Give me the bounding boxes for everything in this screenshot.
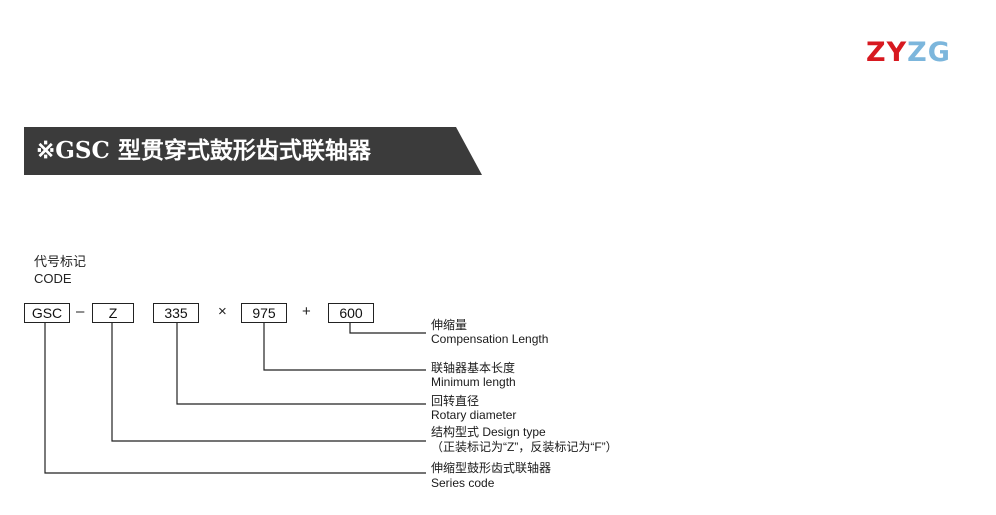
- logo-part-blue: ZG: [907, 37, 951, 68]
- label-rotary-en: Rotary diameter: [431, 408, 517, 422]
- leader-line-compensation: [349, 322, 426, 334]
- page-title: ※GSC 型贯穿式鼓形齿式联轴器: [36, 137, 371, 164]
- label-rotary-zh: 回转直径: [431, 394, 480, 408]
- label-compensation-en: Compensation Length: [431, 332, 549, 346]
- code-box-compensation: 600: [328, 303, 374, 323]
- label-design-type: 结构型式 Design type: [431, 425, 546, 439]
- leader-line-design: [111, 322, 426, 442]
- label-minimum-zh: 联轴器基本长度: [431, 361, 516, 375]
- code-times: ×: [218, 303, 227, 320]
- label-series-zh: 伸缩型鼓形齿式联轴器: [431, 461, 552, 475]
- logo-part-red: ZY: [866, 37, 908, 68]
- brand-logo: ZYZG: [866, 38, 951, 68]
- label-minimum-en: Minimum length: [431, 375, 516, 389]
- code-plus: +: [302, 303, 311, 320]
- title-banner: [24, 127, 482, 175]
- code-heading-en: CODE: [34, 271, 72, 286]
- leader-line-series: [44, 322, 426, 474]
- code-box-series: GSC: [24, 303, 70, 323]
- code-heading-zh: 代号标记: [34, 254, 87, 269]
- code-box-design: Z: [92, 303, 134, 323]
- label-compensation-zh: 伸缩量: [431, 318, 468, 332]
- code-box-rotary: 335: [153, 303, 199, 323]
- leader-line-minimum: [263, 322, 426, 371]
- code-dash: –: [76, 303, 85, 320]
- label-design-note: （正装标记为“Z”，反装标记为“F”）: [431, 440, 618, 454]
- code-box-length: 975: [241, 303, 287, 323]
- label-series-en: Series code: [431, 476, 495, 490]
- leader-line-rotary: [176, 322, 426, 405]
